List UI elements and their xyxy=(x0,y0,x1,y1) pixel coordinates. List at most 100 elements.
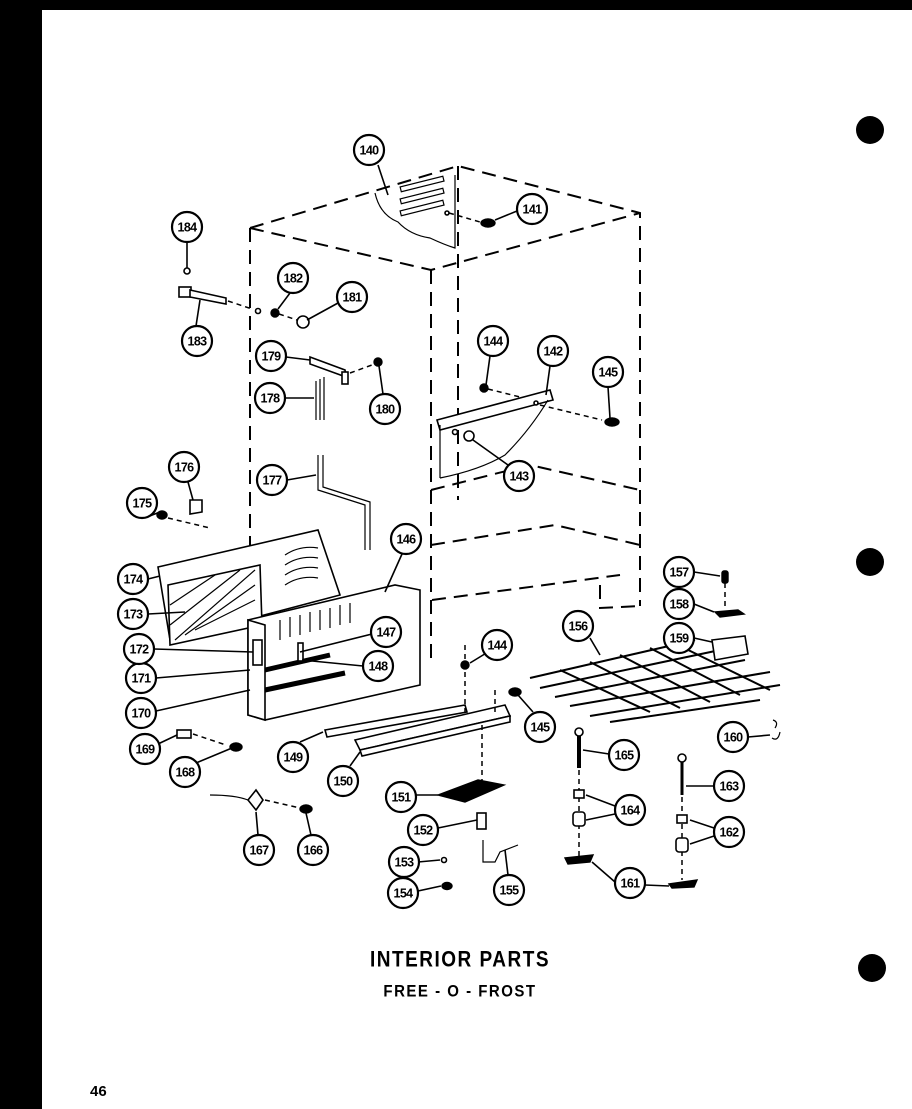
svg-text:142: 142 xyxy=(543,345,563,359)
part-callout-179: 179 xyxy=(254,339,288,373)
binder-hole-bottom xyxy=(858,954,886,982)
part-callout-182: 182 xyxy=(276,261,310,295)
binder-hole-middle xyxy=(856,548,884,576)
vent-panel xyxy=(374,175,496,249)
leveling-legs xyxy=(563,719,781,889)
svg-text:140: 140 xyxy=(359,144,379,158)
part-callout-171: 171 xyxy=(124,661,158,695)
svg-text:182: 182 xyxy=(283,272,303,286)
svg-text:150: 150 xyxy=(333,775,353,789)
part-callout-153: 153 xyxy=(387,845,421,879)
part-callout-169: 169 xyxy=(128,732,162,766)
part-callout-157: 157 xyxy=(662,555,696,589)
part-callout-176: 176 xyxy=(167,450,201,484)
part-callout-165: 165 xyxy=(607,738,641,772)
svg-text:156: 156 xyxy=(568,620,588,634)
part-callout-144: 144 xyxy=(480,628,514,662)
svg-text:145: 145 xyxy=(530,721,550,735)
svg-text:174: 174 xyxy=(123,573,143,587)
part-callout-164: 164 xyxy=(613,793,647,827)
svg-text:155: 155 xyxy=(499,884,519,898)
part-callout-160: 160 xyxy=(716,720,750,754)
part-callout-144: 144 xyxy=(476,324,510,358)
part-callout-143: 143 xyxy=(502,459,536,493)
svg-text:168: 168 xyxy=(175,766,195,780)
part-callout-148: 148 xyxy=(361,649,395,683)
svg-text:178: 178 xyxy=(260,392,280,406)
svg-text:163: 163 xyxy=(719,780,739,794)
svg-text:177: 177 xyxy=(262,474,282,488)
part-callout-149: 149 xyxy=(276,740,310,774)
svg-text:184: 184 xyxy=(177,221,197,235)
diagram-title: INTERIOR PARTS xyxy=(369,948,551,973)
drain-tubes xyxy=(309,355,383,550)
bracket-panel xyxy=(435,383,620,479)
svg-text:144: 144 xyxy=(487,639,507,653)
svg-text:164: 164 xyxy=(620,804,640,818)
part-callout-181: 181 xyxy=(335,280,369,314)
svg-text:149: 149 xyxy=(283,751,303,765)
svg-text:141: 141 xyxy=(522,203,542,217)
svg-text:173: 173 xyxy=(123,608,143,622)
svg-text:179: 179 xyxy=(261,350,281,364)
part-callout-177: 177 xyxy=(255,463,289,497)
svg-text:148: 148 xyxy=(368,660,388,674)
svg-text:169: 169 xyxy=(135,743,155,757)
svg-text:161: 161 xyxy=(620,877,640,891)
part-callout-145: 145 xyxy=(591,355,625,389)
part-callout-170: 170 xyxy=(124,696,158,730)
leader-lines xyxy=(146,164,771,892)
svg-text:160: 160 xyxy=(723,731,743,745)
part-callout-158: 158 xyxy=(662,587,696,621)
part-callout-146: 146 xyxy=(389,522,423,556)
svg-text:180: 180 xyxy=(375,403,395,417)
part-callout-140: 140 xyxy=(352,133,386,167)
part-callout-145: 145 xyxy=(523,710,557,744)
part-callout-174: 174 xyxy=(116,562,150,596)
svg-text:183: 183 xyxy=(187,335,207,349)
part-callout-162: 162 xyxy=(712,815,746,849)
part-callout-154: 154 xyxy=(386,876,420,910)
svg-text:170: 170 xyxy=(131,707,151,721)
part-callout-150: 150 xyxy=(326,764,360,798)
svg-text:162: 162 xyxy=(719,826,739,840)
part-callout-172: 172 xyxy=(122,632,156,666)
page-number: 46 xyxy=(90,1083,107,1100)
part-callout-168: 168 xyxy=(168,755,202,789)
svg-text:167: 167 xyxy=(249,844,269,858)
heater-fittings xyxy=(156,499,313,814)
part-callout-151: 151 xyxy=(384,780,418,814)
part-callout-152: 152 xyxy=(406,813,440,847)
svg-text:171: 171 xyxy=(131,672,151,686)
part-callout-166: 166 xyxy=(296,833,330,867)
svg-text:181: 181 xyxy=(342,291,362,305)
svg-text:144: 144 xyxy=(483,335,503,349)
svg-text:165: 165 xyxy=(614,749,634,763)
control-shaft xyxy=(178,267,310,329)
part-callout-178: 178 xyxy=(253,381,287,415)
svg-text:158: 158 xyxy=(669,598,689,612)
part-callout-184: 184 xyxy=(170,210,204,244)
part-callout-161: 161 xyxy=(613,866,647,900)
svg-text:143: 143 xyxy=(509,470,529,484)
part-callout-155: 155 xyxy=(492,873,526,907)
svg-text:166: 166 xyxy=(303,844,323,858)
svg-text:157: 157 xyxy=(669,566,689,580)
part-callout-147: 147 xyxy=(369,615,403,649)
part-callout-156: 156 xyxy=(561,609,595,643)
part-callout-159: 159 xyxy=(662,621,696,655)
svg-text:145: 145 xyxy=(598,366,618,380)
svg-text:159: 159 xyxy=(669,632,689,646)
diagram-subtitle: FREE - O - FROST xyxy=(383,982,537,1001)
part-callout-141: 141 xyxy=(515,192,549,226)
binder-hole-top xyxy=(856,116,884,144)
svg-text:153: 153 xyxy=(394,856,414,870)
svg-text:151: 151 xyxy=(391,791,411,805)
svg-text:175: 175 xyxy=(132,497,152,511)
svg-text:152: 152 xyxy=(413,824,433,838)
part-callout-183: 183 xyxy=(180,324,214,358)
part-callout-163: 163 xyxy=(712,769,746,803)
drain-trough xyxy=(323,645,522,891)
part-callout-180: 180 xyxy=(368,392,402,426)
